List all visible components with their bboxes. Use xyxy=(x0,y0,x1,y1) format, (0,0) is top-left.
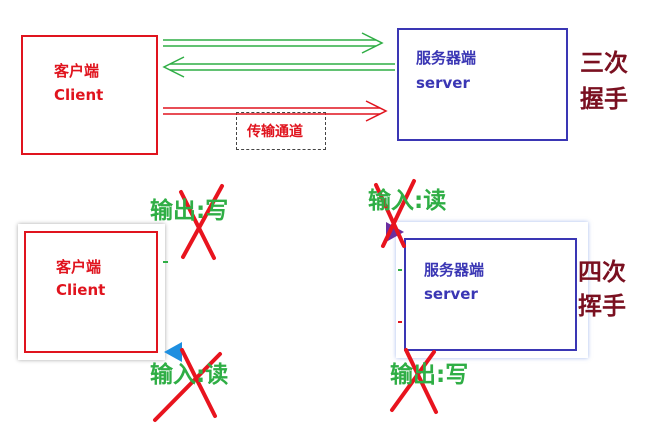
wave-title-line2: 挥手 xyxy=(578,292,626,320)
server-box-handshake: 服务器端 server xyxy=(397,28,568,141)
server-label-en: server xyxy=(424,285,478,303)
arrow-client-to-server-ack xyxy=(163,100,388,122)
transport-channel-label: 传输通道 xyxy=(247,124,303,140)
cross-mark-client-output xyxy=(179,184,224,260)
client-box-handshake: 客户端 Client xyxy=(21,35,158,155)
client-label-cn: 客户端 xyxy=(56,258,102,276)
client-box-wave: 客户端 Client xyxy=(24,231,158,353)
client-label-cn: 客户端 xyxy=(54,62,100,80)
arrow-client-to-server-syn xyxy=(163,32,384,54)
server-label-cn: 服务器端 xyxy=(424,261,485,279)
handshake-title-line2: 握手 xyxy=(580,85,628,113)
output-stream-arrow-server xyxy=(164,342,396,362)
server-input-label: 输入:读 xyxy=(368,188,447,214)
client-label-en: Client xyxy=(56,281,106,299)
arrow-server-to-client-synack xyxy=(162,56,395,78)
cross-mark-server-input xyxy=(374,179,416,248)
server-label-cn: 服务器端 xyxy=(416,49,477,67)
server-label-en: server xyxy=(416,74,470,92)
client-input-label: 输入:读 xyxy=(150,362,229,388)
client-output-label: 输出:写 xyxy=(150,198,229,224)
server-output-label: 输出:写 xyxy=(390,362,469,388)
server-box-wave: 服务器端 server xyxy=(404,238,577,351)
client-label-en: Client xyxy=(54,86,104,104)
transport-channel-box: 传输通道 xyxy=(236,112,326,150)
wave-title-line1: 四次 xyxy=(578,258,626,286)
cross-mark-server-output xyxy=(390,348,438,414)
cross-mark-client-input xyxy=(153,348,222,422)
handshake-title-line1: 三次 xyxy=(580,49,628,77)
